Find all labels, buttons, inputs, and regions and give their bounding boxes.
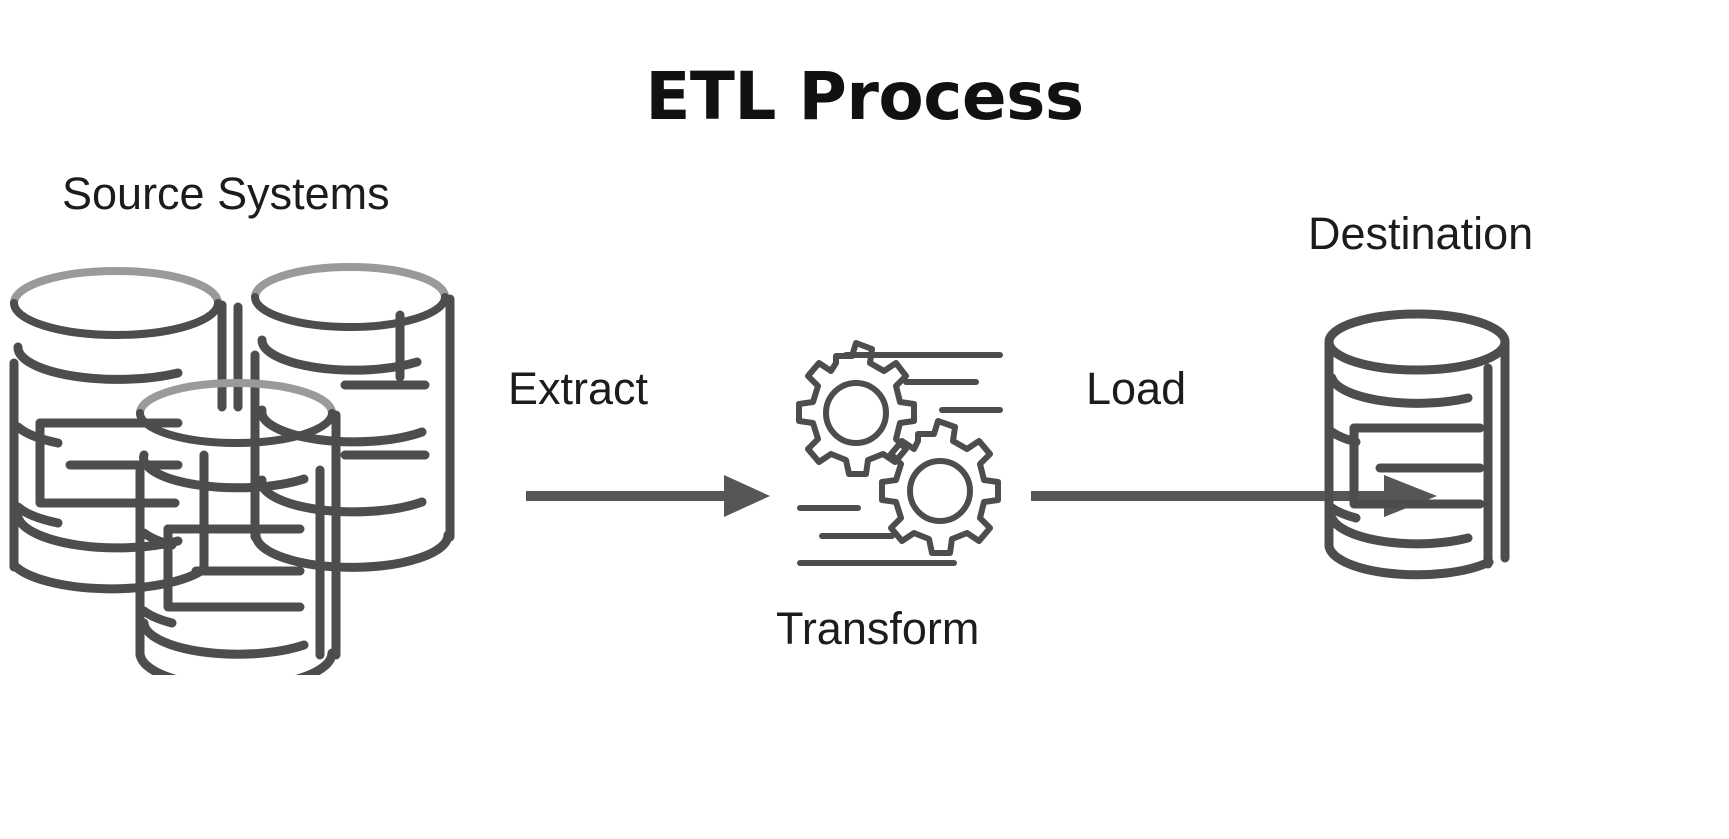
arrow-shaft bbox=[1031, 491, 1394, 501]
arrow-head bbox=[724, 475, 770, 517]
extract-arrow-icon bbox=[520, 465, 780, 527]
destination-label: Destination bbox=[1308, 208, 1534, 259]
page-title: ETL Process bbox=[645, 58, 1084, 135]
transform-label: Transform bbox=[776, 603, 980, 654]
arrow-shaft bbox=[526, 491, 734, 501]
load-label: Load bbox=[1086, 363, 1187, 414]
transform-icon bbox=[776, 330, 1006, 580]
source-systems-icon bbox=[0, 255, 480, 692]
gear-large bbox=[879, 418, 1001, 556]
source-systems-label: Source Systems bbox=[62, 168, 390, 219]
database-cylinder bbox=[1324, 309, 1510, 580]
database-cylinder-back-right bbox=[250, 263, 455, 572]
extract-label: Extract bbox=[508, 363, 649, 414]
database-cylinder-back-left bbox=[9, 267, 243, 594]
data-lines bbox=[797, 352, 1003, 566]
gear-small bbox=[796, 340, 917, 477]
destination-icon bbox=[1320, 300, 1530, 590]
